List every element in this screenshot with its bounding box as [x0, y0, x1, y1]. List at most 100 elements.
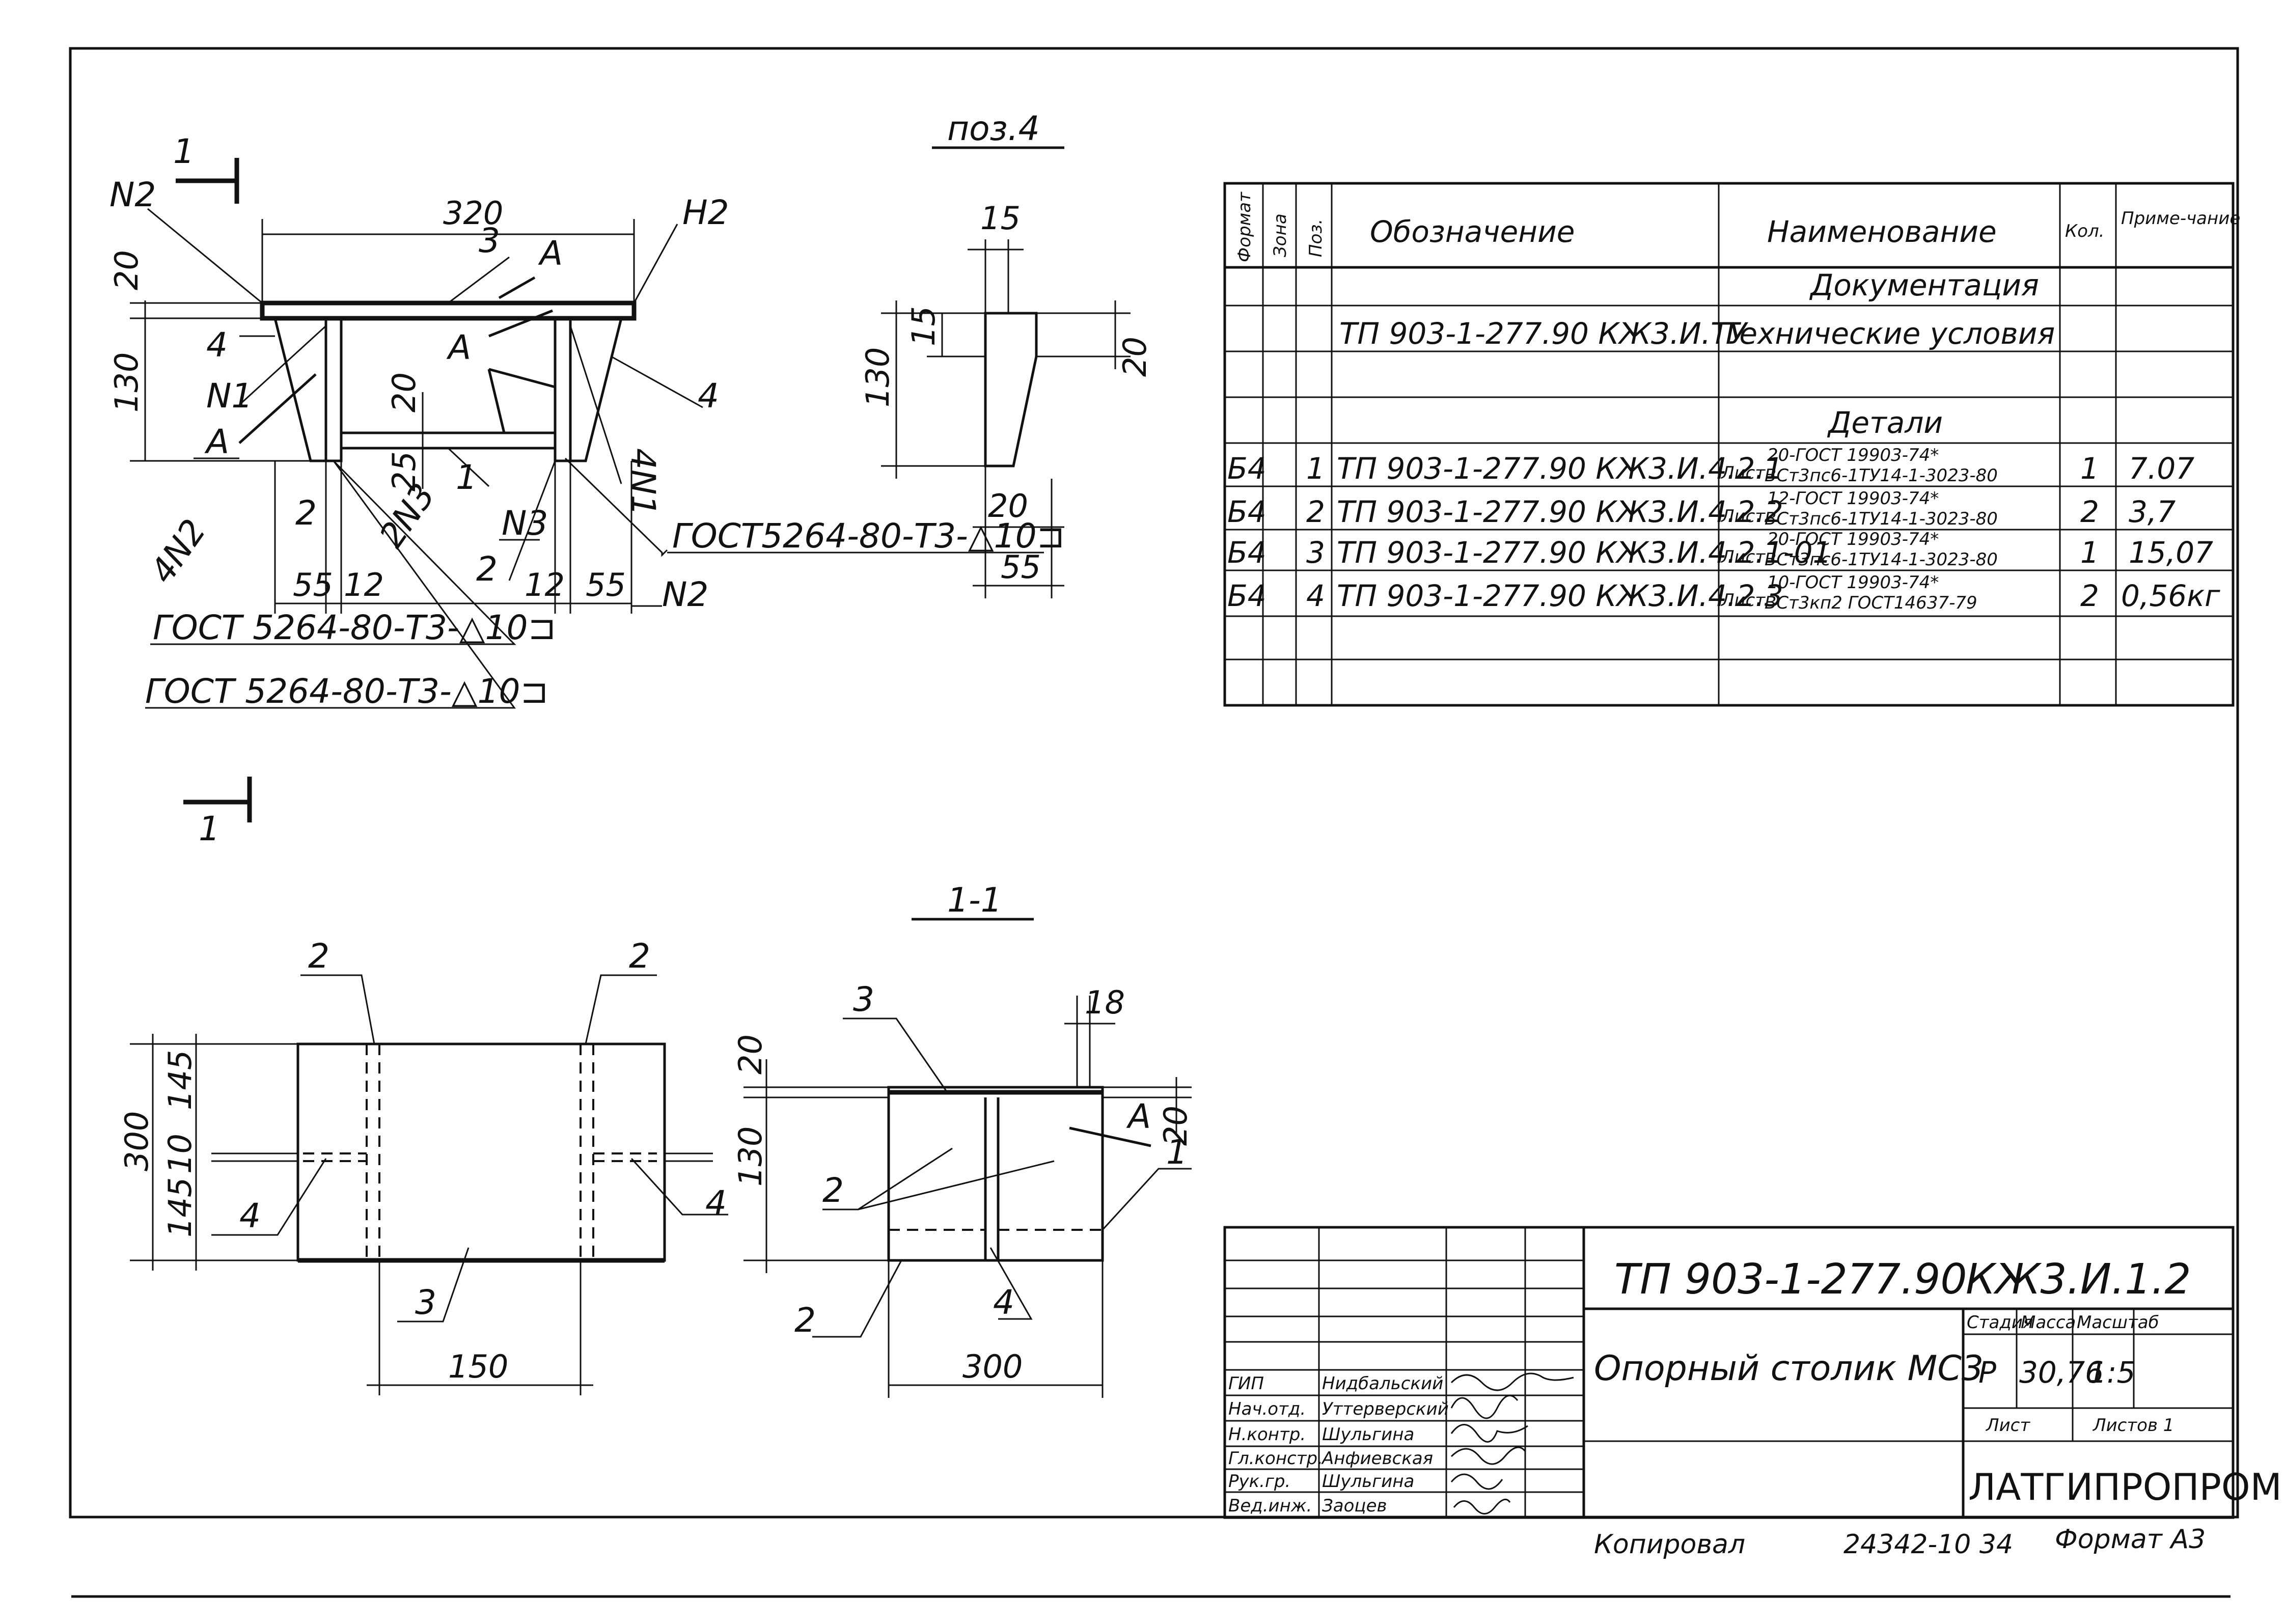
section-dim-130: 130: [732, 1126, 769, 1187]
row-format: Б4: [1227, 579, 1267, 613]
signature-scribble: [1450, 1395, 1519, 1419]
row-qty: 2: [2080, 494, 2099, 529]
signature-scribble: [1450, 1446, 1526, 1465]
row-name-bottom: ВСт3пс6-1ТУ14-1-3023-80: [1765, 465, 1998, 486]
dim-left12: 12: [344, 566, 384, 603]
spec-row: Б4 4 ТП 903-1-277.90 КЖ3.И.4.2.3 Лист 10…: [1227, 572, 2220, 613]
weld-tag-n2-tl: N2: [109, 175, 156, 214]
side-right: [570, 318, 623, 462]
section-pos-3: 3: [853, 980, 874, 1019]
sheets-label: Листов 1: [2092, 1415, 2174, 1436]
person: Шульгина: [1322, 1424, 1414, 1445]
weld-tag-4n2: 4N2: [143, 512, 214, 590]
role: Н.контр.: [1228, 1424, 1306, 1445]
section-view: 18 20 130 20 300 3 2 2 4 1 A: [732, 980, 1194, 1398]
org-name: ЛАТГИПРОПРОМ: [1968, 1466, 2282, 1508]
footer-format: Формат А3: [2055, 1524, 2206, 1555]
dim-h-total: 130: [108, 352, 145, 412]
row-qty: 2: [2080, 579, 2099, 613]
plan-view: 300 145 10 145 150 2 2 4 4 3: [118, 937, 728, 1395]
row-qty: 1: [2080, 451, 2099, 486]
sheet-code: КЖ3.И.1.2: [1966, 1255, 2191, 1304]
row-format: Б4: [1227, 535, 1267, 570]
signature-scribble: [1450, 1372, 1574, 1391]
pos-1-main: 1: [456, 458, 477, 497]
head-scale: Масштаб: [2077, 1312, 2159, 1333]
a-mark-3: A: [204, 422, 229, 461]
weld-callout-1: ГОСТ 5264-80-Т3-△10⊐: [153, 608, 556, 647]
plan-dim-w150: 150: [448, 1348, 508, 1385]
pos4-dim-h15: 15: [905, 306, 942, 346]
dim-right12: 12: [525, 566, 565, 603]
weld-tag-h2-tr: H2: [682, 193, 729, 232]
pos4-dim-w55: 55: [1001, 548, 1041, 586]
row-format: Б4: [1227, 451, 1267, 486]
hdr-note: Приме-чание: [2121, 208, 2240, 229]
pos-4-left: 4: [206, 325, 228, 365]
plan-pos-2-right: 2: [629, 937, 650, 976]
row-pos: 2: [1306, 494, 1325, 529]
signature-scribble: [1453, 1498, 1511, 1515]
section-pos-2: 2: [822, 1171, 844, 1210]
pos4-title: поз.4: [947, 109, 1040, 148]
section-pos-1: 1: [1166, 1133, 1188, 1172]
plan-dim-mid10: 10: [161, 1134, 199, 1174]
row-qty: 1: [2080, 535, 2099, 570]
scale-value: 1:5: [2088, 1355, 2135, 1390]
pos4-dim-h20: 20: [1116, 337, 1153, 377]
doc-code: ТП 903-1-277.90: [1614, 1255, 1967, 1304]
sheet-frame: [69, 47, 2239, 1519]
row-note: 3,7: [2129, 494, 2176, 529]
dim-h-top: 20: [108, 250, 145, 290]
section-outline: [887, 1086, 1104, 1262]
a-mark-2: A: [446, 328, 471, 367]
role: Гл.констр.: [1228, 1448, 1323, 1469]
top-plate: [260, 300, 637, 321]
weld-tag-n3: N3: [502, 504, 548, 543]
weld-callout-3: ГОСТ5264-80-Т3-△10⊐: [672, 516, 1065, 556]
signature-rows: ГИП Нидбальский Нач.отд. Уттерверский Н.…: [1228, 1373, 1449, 1516]
a-mark-1: A: [538, 234, 563, 273]
stage-value: Р: [1978, 1355, 1996, 1390]
doc-designation: ТП 903-1-277.90 КЖ3.И.ТУ: [1339, 316, 1749, 351]
row-designation: ТП 903-1-277.90 КЖ3.И.4.2.1: [1337, 451, 1783, 486]
row-pos: 1: [1306, 451, 1325, 486]
section-details: Детали: [1827, 405, 1943, 440]
plan-outline: [296, 1042, 666, 1262]
spec-row: Б4 3 ТП 903-1-277.90 КЖ3.И.4.2.1-01 Лист…: [1227, 529, 2213, 570]
dim-left55: 55: [293, 566, 333, 603]
rib-right: [554, 317, 572, 462]
spec-row: Б4 1 ТП 903-1-277.90 КЖ3.И.4.2.1 Лист 20…: [1227, 445, 2194, 486]
pos4-dim-h130: 130: [859, 347, 896, 407]
row-name-top: 20-ГОСТ 19903-74*: [1767, 445, 1939, 465]
person: Анфиевская: [1321, 1448, 1433, 1469]
footer-code: 24342-10 34: [1843, 1529, 2013, 1560]
spec-row: Б4 2 ТП 903-1-277.90 КЖ3.И.4.2.2 Лист 12…: [1227, 488, 2176, 529]
sheet-label: Лист: [1985, 1415, 2030, 1436]
role: Вед.инж.: [1228, 1496, 1312, 1516]
weld-tag-4n1: 4N1: [623, 448, 663, 516]
mass-value: 30,76: [2019, 1355, 2104, 1390]
pos-4-right: 4: [698, 376, 719, 416]
plan-pos-4-right: 4: [705, 1183, 727, 1223]
section-pos-4: 4: [993, 1283, 1014, 1322]
row-designation: ТП 903-1-277.90 КЖ3.И.4.2.2: [1337, 494, 1783, 529]
pos4-plate: [984, 312, 1038, 467]
row-name-prefix: Лист: [1720, 506, 1766, 527]
pos-3-main: 3: [479, 221, 500, 260]
row-format: Б4: [1227, 494, 1267, 529]
role: ГИП: [1228, 1373, 1264, 1394]
person: Шульгина: [1322, 1471, 1414, 1492]
signature-scribble: [1450, 1424, 1528, 1443]
hdr-designation: Обозначение: [1370, 214, 1575, 249]
row-note: 15,07: [2129, 535, 2213, 570]
row-name-top: 10-ГОСТ 19903-74*: [1767, 572, 1939, 593]
plan-dim-bot145: 145: [161, 1177, 199, 1237]
row-pos: 4: [1306, 579, 1325, 613]
head-stage: Стадия: [1967, 1312, 2033, 1333]
row-pos: 3: [1306, 535, 1325, 570]
dim-gap25: 25: [386, 451, 423, 491]
dim-gap20: 20: [386, 372, 423, 412]
row-designation: ТП 903-1-277.90 КЖ3.И.4.2.3: [1337, 579, 1783, 613]
